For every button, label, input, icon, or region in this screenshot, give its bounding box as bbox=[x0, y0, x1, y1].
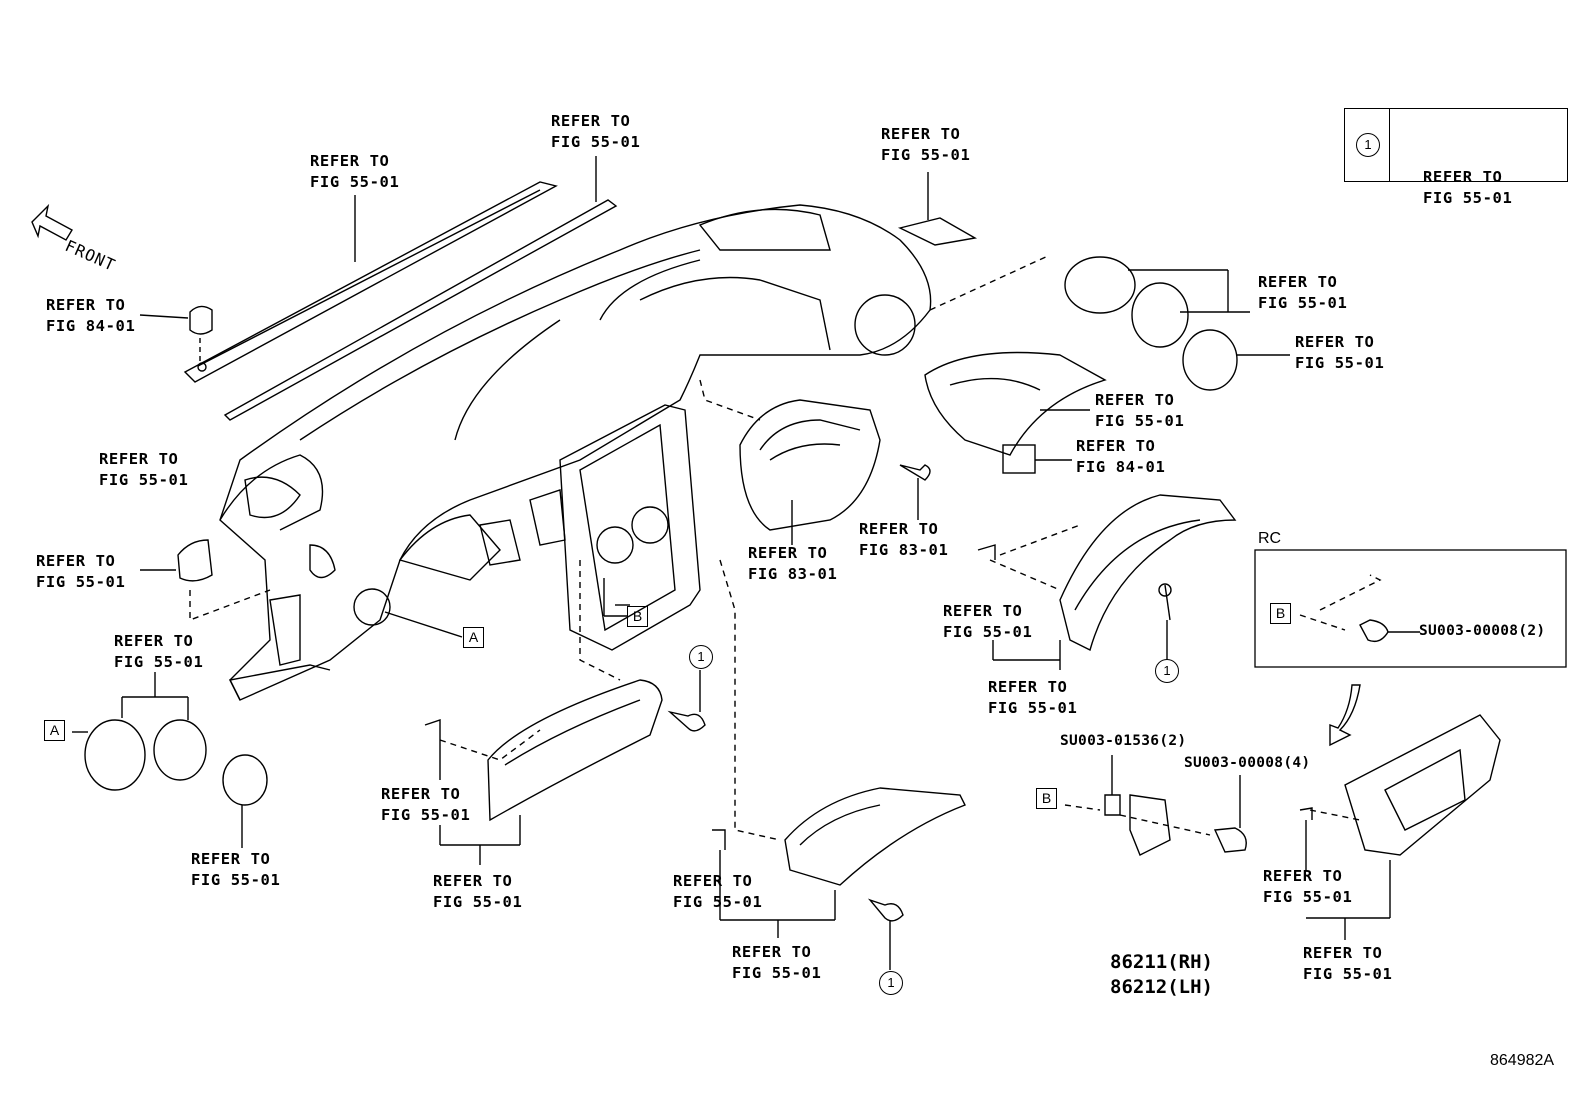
meter-drawing bbox=[739, 399, 881, 545]
right-cover-drawing bbox=[977, 494, 1237, 670]
rc-box bbox=[1254, 549, 1567, 747]
circle-one-glovebox: 1 bbox=[689, 645, 713, 669]
part-number-clip-b: SU003-01536(2) bbox=[1060, 733, 1187, 749]
top-trim-strips bbox=[183, 156, 618, 421]
ref-box-a-vent: A bbox=[44, 720, 65, 741]
bracket-part-numbers: 86211(RH)86212(LH) bbox=[1110, 951, 1213, 998]
legend-circle-symbol: 1 bbox=[1356, 133, 1380, 157]
left-vent-drawing bbox=[72, 672, 268, 848]
meter-screw-drawing bbox=[899, 464, 931, 520]
clip-top-left-drawing bbox=[139, 305, 213, 362]
left-small-panel-drawing bbox=[140, 539, 213, 582]
diagram-code: 864982A bbox=[1490, 1052, 1555, 1069]
circle-one-lower: 1 bbox=[879, 971, 903, 995]
legend-divider bbox=[1389, 109, 1390, 181]
leader-lines bbox=[189, 254, 1382, 841]
part-number-rc-bolt: SU003-00008(2) bbox=[1419, 623, 1546, 639]
ref-box-b-dash: B bbox=[627, 606, 648, 627]
glovebox-drawing bbox=[424, 670, 706, 865]
circle-one-right: 1 bbox=[1155, 659, 1179, 683]
right-vent-drawing bbox=[1064, 256, 1290, 391]
right-lower-panel-drawing bbox=[1299, 714, 1501, 940]
ref-box-a-dash: A bbox=[463, 627, 484, 648]
bracket-drawing bbox=[1104, 755, 1247, 856]
center-vent-drawing bbox=[897, 172, 978, 246]
ref-box-b-rc: B bbox=[1270, 603, 1291, 624]
ref-box-b-bracket: B bbox=[1036, 788, 1057, 809]
part-number-bolt-4: SU003-00008(4) bbox=[1184, 755, 1311, 771]
meter-hood-drawing bbox=[924, 351, 1107, 456]
dashboard-body bbox=[219, 204, 932, 701]
rc-title: RC bbox=[1258, 530, 1282, 547]
lower-panel-drawing bbox=[712, 787, 966, 970]
center-stack-frame bbox=[559, 404, 701, 651]
front-arrow-icon bbox=[31, 203, 73, 241]
switch-drawing bbox=[1002, 444, 1072, 474]
